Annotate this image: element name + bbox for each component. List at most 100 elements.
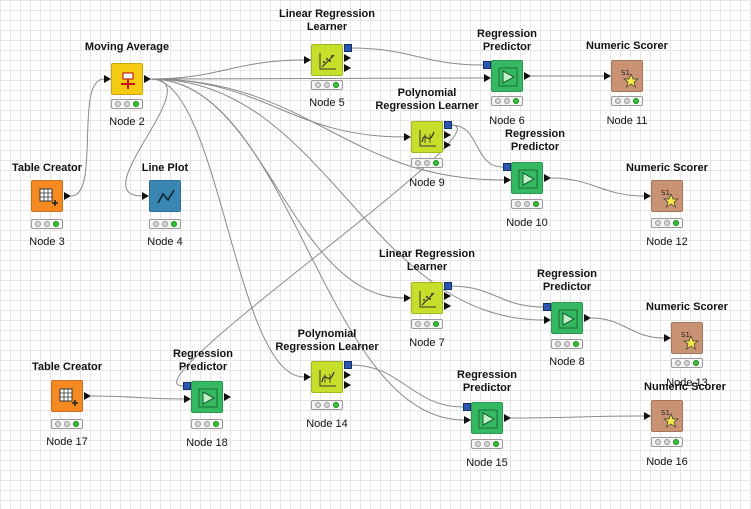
- input-port[interactable]: [184, 395, 191, 403]
- numeric-scorer-icon[interactable]: S1: [671, 322, 703, 354]
- table-creator-icon[interactable]: [51, 380, 83, 412]
- input-port[interactable]: [404, 133, 411, 141]
- node-label[interactable]: Node 12: [646, 236, 688, 248]
- linear-regression-icon[interactable]: [311, 44, 343, 76]
- output-port[interactable]: [344, 371, 351, 379]
- output-port[interactable]: [524, 72, 531, 80]
- model-input-port[interactable]: [543, 303, 551, 311]
- predictor-icon[interactable]: [551, 302, 583, 334]
- polynomial-regression-icon[interactable]: [311, 361, 343, 393]
- input-port[interactable]: [304, 373, 311, 381]
- output-port[interactable]: [444, 141, 451, 149]
- connection-n8-n13[interactable]: [590, 317, 665, 339]
- numeric-scorer-icon[interactable]: S1: [651, 180, 683, 212]
- node-label[interactable]: Node 16: [646, 456, 688, 468]
- output-port[interactable]: [344, 381, 351, 389]
- output-port[interactable]: [144, 75, 151, 83]
- status-dot: [515, 201, 521, 207]
- model-output-port[interactable]: [344, 361, 352, 369]
- line-plot-icon[interactable]: [149, 180, 181, 212]
- input-port[interactable]: [664, 334, 671, 342]
- model-input-port[interactable]: [503, 163, 511, 171]
- node-label[interactable]: Node 17: [46, 436, 88, 448]
- moving-average-icon[interactable]: [111, 63, 143, 95]
- predictor-icon[interactable]: [471, 402, 503, 434]
- input-port[interactable]: [104, 75, 111, 83]
- model-input-port[interactable]: [463, 403, 471, 411]
- connection-n2-n6[interactable]: [150, 77, 485, 80]
- polynomial-regression-icon[interactable]: [411, 121, 443, 153]
- connection-n2-n4[interactable]: [125, 78, 168, 197]
- output-port[interactable]: [64, 192, 71, 200]
- model-output-port[interactable]: [444, 121, 452, 129]
- connection-n10-n12[interactable]: [550, 177, 645, 197]
- input-port[interactable]: [464, 416, 471, 424]
- node-label[interactable]: Node 4: [147, 236, 183, 248]
- node-label[interactable]: Node 7: [409, 337, 445, 349]
- connection-n5-n6[interactable]: [350, 47, 484, 66]
- linear-regression-icon[interactable]: [411, 282, 443, 314]
- predictor-icon[interactable]: [191, 381, 223, 413]
- connection-n3-n2[interactable]: [70, 78, 105, 197]
- node-title: Table Creator: [11, 162, 83, 174]
- input-port[interactable]: [404, 294, 411, 302]
- connection-n2-n5[interactable]: [150, 59, 305, 80]
- node-label[interactable]: Node 10: [506, 217, 548, 229]
- status-green-dot: [171, 221, 177, 227]
- connection-n2-n14[interactable]: [150, 78, 305, 378]
- node-label[interactable]: Node 2: [109, 116, 145, 128]
- output-port[interactable]: [444, 131, 451, 139]
- predictor-icon[interactable]: [491, 60, 523, 92]
- node-label[interactable]: Node 13: [666, 377, 708, 389]
- output-port[interactable]: [224, 393, 231, 401]
- input-port[interactable]: [484, 74, 491, 82]
- node-label[interactable]: Node 9: [409, 177, 445, 189]
- node-label[interactable]: Node 11: [606, 115, 648, 127]
- status-dot: [655, 439, 661, 445]
- output-port[interactable]: [584, 314, 591, 322]
- input-port[interactable]: [304, 56, 311, 64]
- input-port[interactable]: [142, 192, 149, 200]
- node-label[interactable]: Node 3: [29, 236, 65, 248]
- output-port[interactable]: [84, 392, 91, 400]
- output-port[interactable]: [444, 292, 451, 300]
- input-port[interactable]: [644, 412, 651, 420]
- connection-n2-n15[interactable]: [150, 78, 465, 421]
- input-port[interactable]: [604, 72, 611, 80]
- status-traffic-light: [651, 218, 683, 228]
- node-label[interactable]: Node 14: [306, 418, 348, 430]
- output-port[interactable]: [344, 54, 351, 62]
- status-dot: [424, 160, 430, 166]
- output-port[interactable]: [444, 302, 451, 310]
- node-label[interactable]: Node 15: [466, 457, 508, 469]
- connection-n2-n8[interactable]: [150, 78, 545, 321]
- status-green-dot: [433, 321, 439, 327]
- model-input-port[interactable]: [183, 382, 191, 390]
- model-output-port[interactable]: [344, 44, 352, 52]
- connection-n9-n10[interactable]: [450, 124, 504, 168]
- predictor-icon[interactable]: [511, 162, 543, 194]
- node-label[interactable]: Node 18: [186, 437, 228, 449]
- connection-n9-n18[interactable]: [176, 124, 458, 387]
- output-port[interactable]: [344, 64, 351, 72]
- numeric-scorer-icon[interactable]: S1: [611, 60, 643, 92]
- model-output-port[interactable]: [444, 282, 452, 290]
- numeric-scorer-icon[interactable]: S1: [651, 400, 683, 432]
- node-label[interactable]: Node 5: [309, 97, 345, 109]
- node-label[interactable]: Node 6: [489, 115, 525, 127]
- model-input-port[interactable]: [483, 61, 491, 69]
- input-port[interactable]: [504, 176, 511, 184]
- input-port[interactable]: [544, 316, 551, 324]
- connection-n17-n18[interactable]: [90, 395, 185, 400]
- output-port[interactable]: [544, 174, 551, 182]
- connection-n2-n10[interactable]: [150, 78, 505, 181]
- connection-n7-n8[interactable]: [450, 285, 544, 308]
- node-label[interactable]: Node 8: [549, 356, 585, 368]
- output-port[interactable]: [504, 414, 511, 422]
- connection-n14-n15[interactable]: [350, 364, 464, 408]
- table-creator-icon[interactable]: [31, 180, 63, 212]
- node-title: Numeric Scorer: [586, 40, 668, 52]
- input-port[interactable]: [644, 192, 651, 200]
- connection-n15-n16[interactable]: [510, 415, 645, 419]
